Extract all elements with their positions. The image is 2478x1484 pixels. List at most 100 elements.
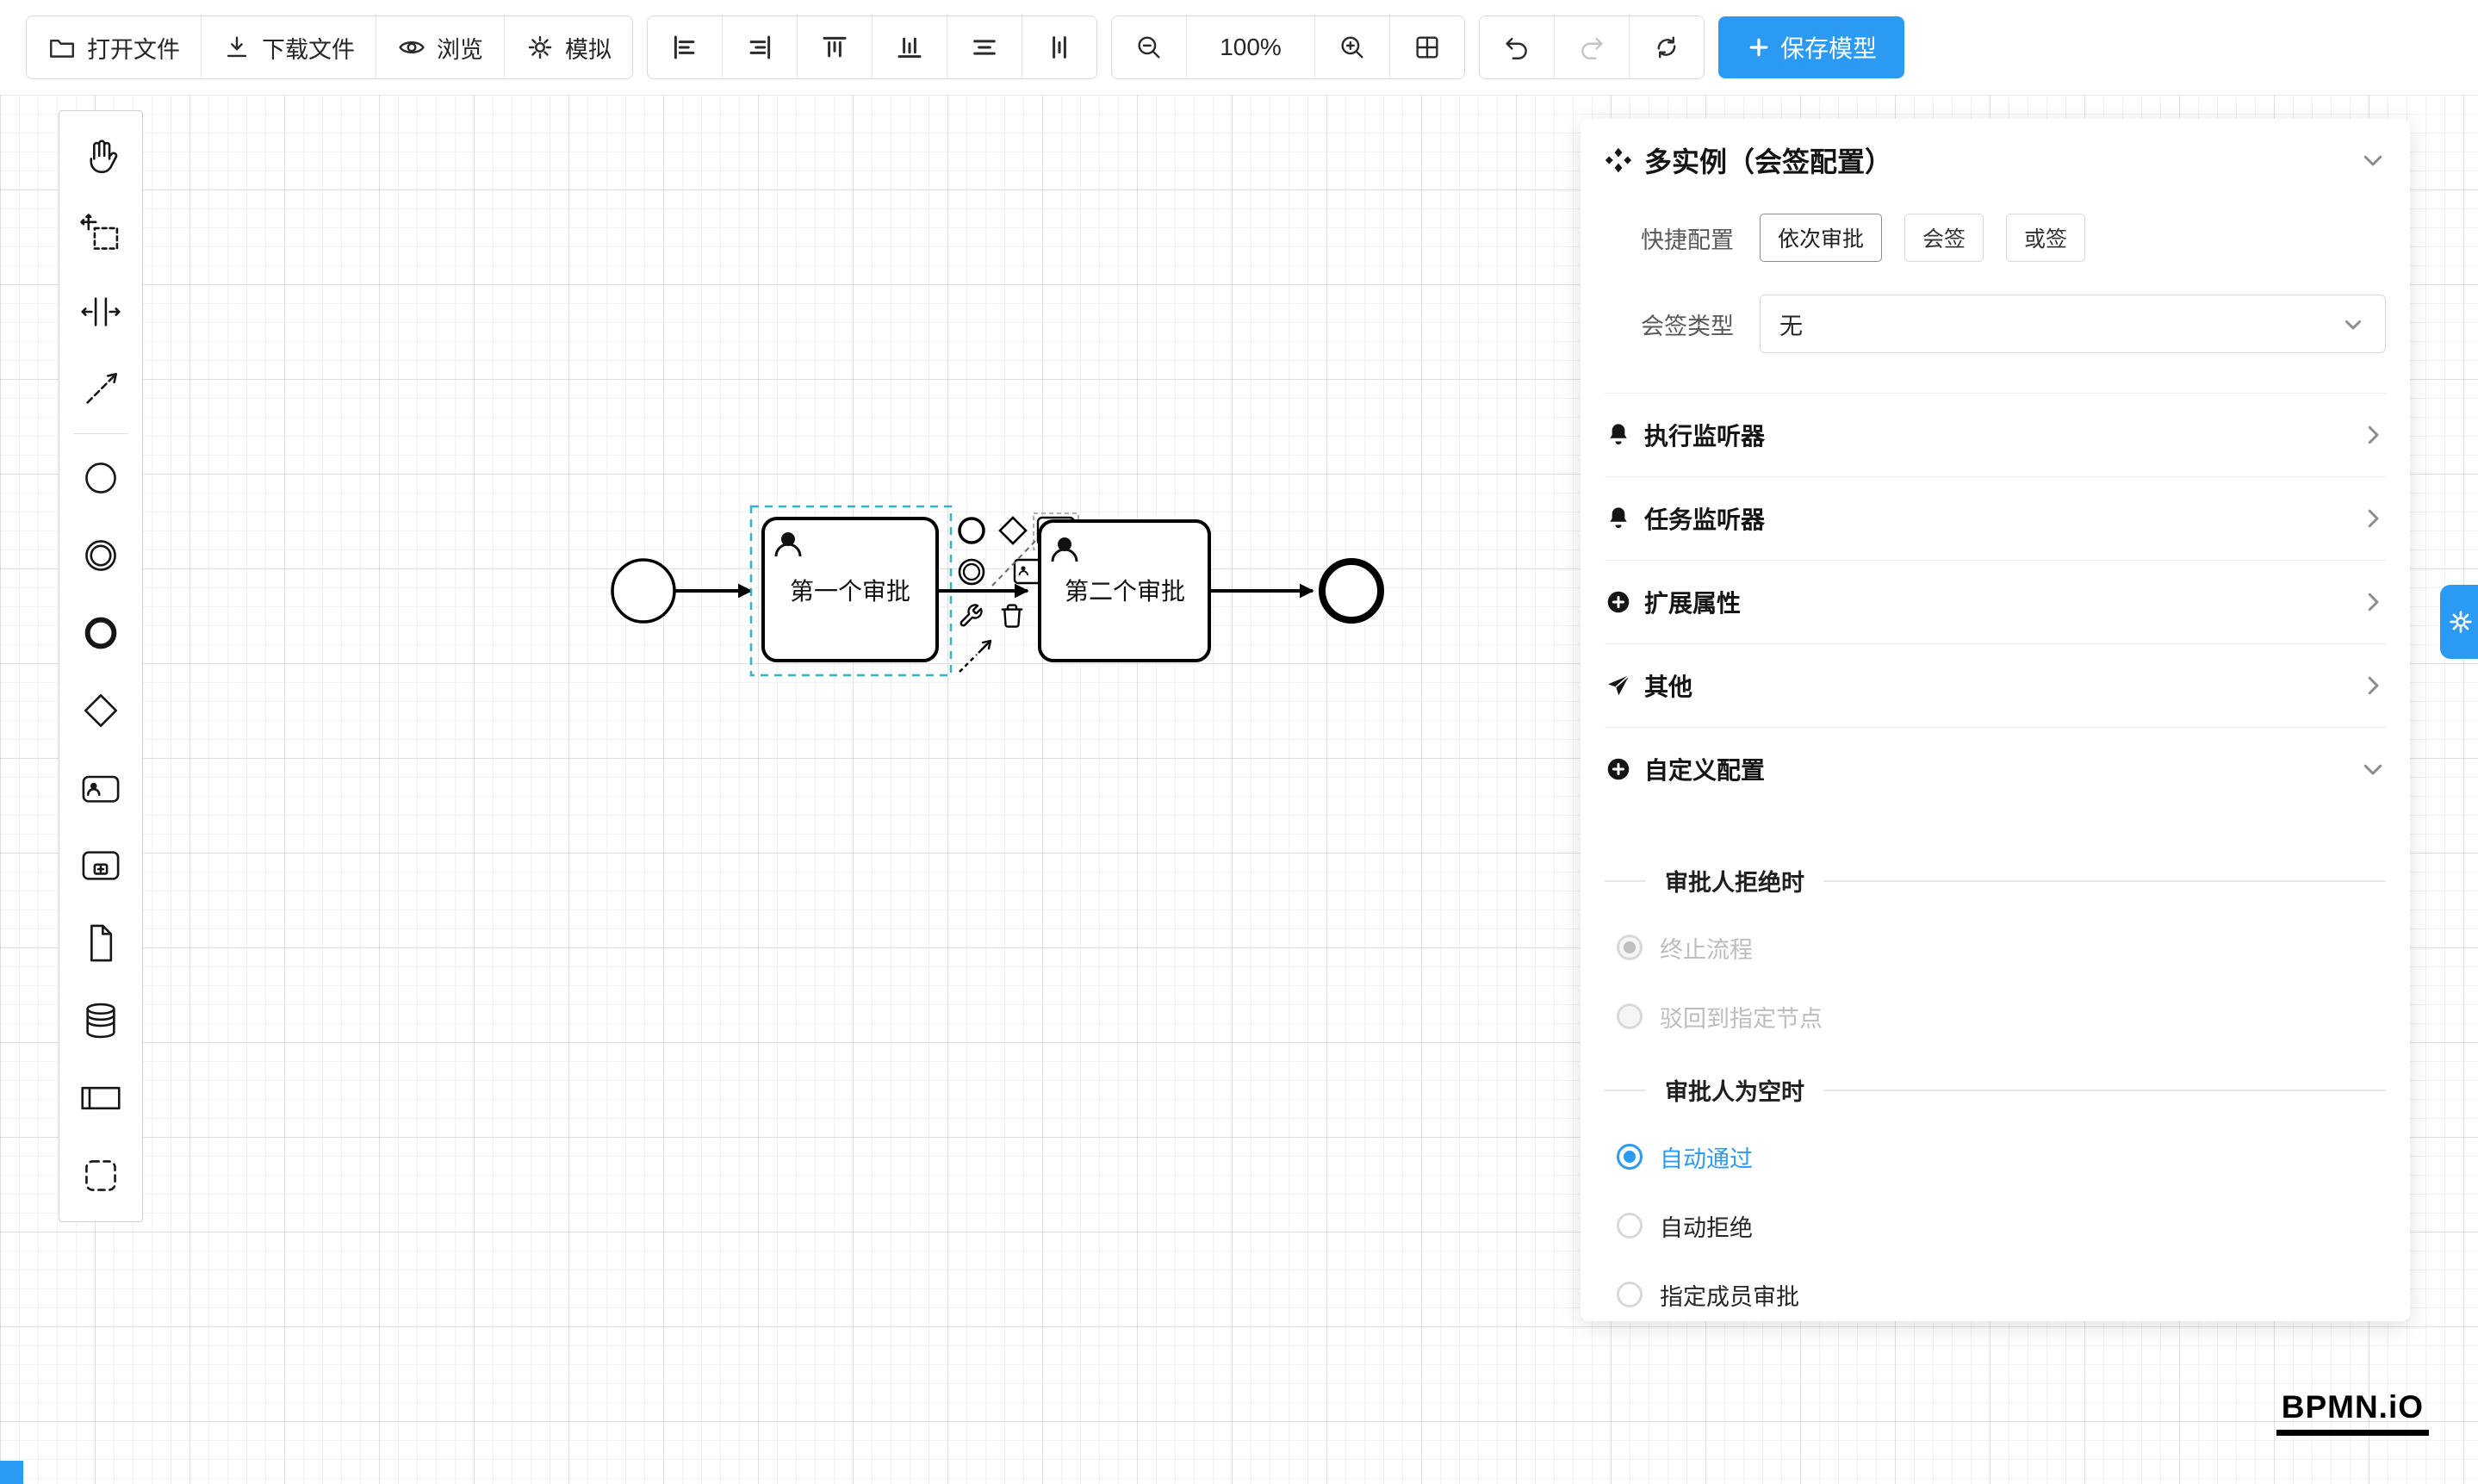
radio-terminate-process[interactable]: 终止流程: [1605, 913, 2386, 982]
reset-button[interactable]: [1629, 16, 1704, 78]
user-task-icon: [82, 775, 120, 803]
align-left-button[interactable]: [648, 16, 722, 78]
empty-section-title: 审批人为空时: [1665, 1079, 1804, 1105]
canvas[interactable]: 第一个审批: [0, 95, 2478, 1484]
plus-icon: [1749, 38, 1768, 57]
multi-instance-icon: [1605, 147, 1632, 173]
settings-side-tab[interactable]: [2440, 585, 2478, 659]
task2-label: 第二个审批: [1065, 578, 1185, 605]
create-start-event[interactable]: [59, 439, 142, 517]
user-icon: [1051, 537, 1078, 562]
multi-instance-section-header[interactable]: 多实例（会签配置）: [1605, 119, 2386, 202]
align-top-button[interactable]: [797, 16, 872, 78]
open-file-button[interactable]: 打开文件: [27, 16, 201, 78]
end-event-icon: [84, 617, 117, 649]
create-user-task[interactable]: [59, 749, 142, 827]
gateway-icon: [84, 693, 118, 728]
subprocess-icon: [82, 851, 120, 880]
fit-viewport-button[interactable]: [1389, 16, 1464, 78]
canvas-corner-marker[interactable]: [0, 1461, 23, 1484]
quick-option-sequential[interactable]: 依次审批: [1760, 214, 1883, 262]
section-other[interactable]: 其他: [1605, 643, 2386, 727]
radio-return-to-node[interactable]: 驳回到指定节点: [1605, 982, 2386, 1051]
end-event[interactable]: [1319, 558, 1384, 624]
create-gateway[interactable]: [59, 672, 142, 749]
start-event-icon: [85, 463, 116, 494]
bpmn-io-logo[interactable]: BPMN.iO: [2276, 1389, 2429, 1436]
align-bottom-button[interactable]: [872, 16, 947, 78]
radio-assign-member[interactable]: 指定成员审批: [1605, 1260, 2386, 1321]
global-connect-tool[interactable]: [59, 351, 142, 428]
section-extended-properties[interactable]: 扩展属性: [1605, 560, 2386, 643]
start-event[interactable]: [611, 558, 676, 624]
append-intermediate-event-icon[interactable]: [958, 558, 985, 586]
download-file-button[interactable]: 下载文件: [201, 16, 376, 78]
section-task-listener[interactable]: 任务监听器: [1605, 476, 2386, 560]
append-gateway-icon[interactable]: [998, 516, 1028, 545]
hand-tool[interactable]: [59, 118, 142, 196]
align-center-button[interactable]: [947, 16, 1022, 78]
zoom-in-button[interactable]: [1315, 16, 1389, 78]
chevron-right-icon: [2368, 593, 2379, 612]
toolbar: 打开文件 下载文件 浏览 模拟: [0, 0, 2478, 96]
open-file-label: 打开文件: [87, 36, 180, 63]
radio-icon: [1617, 1003, 1643, 1029]
save-model-label: 保存模型: [1780, 35, 1878, 62]
sign-type-select[interactable]: 无: [1760, 295, 2386, 353]
align-middle-button[interactable]: [1022, 16, 1096, 78]
wrench-icon[interactable]: [960, 604, 983, 627]
align-right-button[interactable]: [722, 16, 797, 78]
chevron-right-icon: [2368, 509, 2379, 528]
create-data-object[interactable]: [59, 904, 142, 982]
trash-icon[interactable]: [1001, 604, 1023, 628]
task-first-approval[interactable]: 第一个审批: [761, 517, 939, 662]
radio-icon: [1617, 1282, 1643, 1307]
save-model-button[interactable]: 保存模型: [1718, 16, 1905, 78]
redo-button[interactable]: [1554, 16, 1629, 78]
lasso-tool-icon: [80, 214, 119, 250]
reject-section-title: 审批人拒绝时: [1665, 870, 1804, 896]
create-data-store[interactable]: [59, 982, 142, 1059]
simulate-button[interactable]: 模拟: [504, 16, 632, 78]
chevron-right-icon: [2368, 676, 2379, 695]
radio-auto-pass[interactable]: 自动通过: [1605, 1122, 2386, 1191]
create-intermediate-event[interactable]: [59, 517, 142, 594]
simulate-label: 模拟: [565, 36, 612, 63]
task1-label: 第一个审批: [790, 578, 910, 605]
quick-option-countersign[interactable]: 会签: [1904, 214, 1984, 262]
send-icon: [1608, 674, 1630, 696]
download-file-label: 下载文件: [262, 36, 355, 63]
undo-button[interactable]: [1480, 16, 1554, 78]
radio-icon: [1617, 1144, 1643, 1170]
bell-icon: [1610, 424, 1627, 445]
participant-icon: [81, 1086, 121, 1110]
download-icon: [227, 36, 247, 58]
zoom-out-button[interactable]: [1112, 16, 1186, 78]
radio-auto-reject[interactable]: 自动拒绝: [1605, 1191, 2386, 1260]
append-preview-line: [991, 537, 1040, 587]
section-custom-config[interactable]: 自定义配置: [1605, 727, 2386, 810]
quick-option-orsign[interactable]: 或签: [2006, 214, 2086, 262]
append-end-event-icon[interactable]: [958, 517, 985, 544]
palette: [59, 110, 143, 1222]
lasso-tool[interactable]: [59, 196, 142, 273]
selection-outline: [749, 505, 953, 677]
plus-circle-icon: [1607, 758, 1630, 780]
zoom-level: 100%: [1186, 16, 1315, 78]
bell-icon: [1610, 507, 1627, 529]
task-second-approval[interactable]: 第二个审批: [1038, 519, 1211, 662]
quick-config-label: 快捷配置: [1641, 227, 1734, 253]
create-group[interactable]: [59, 1137, 142, 1214]
undo-icon: [1506, 37, 1527, 59]
connect-icon[interactable]: [959, 639, 992, 673]
section-execution-listener[interactable]: 执行监听器: [1605, 393, 2386, 476]
preview-button[interactable]: 浏览: [376, 16, 504, 78]
space-tool[interactable]: [59, 273, 142, 351]
create-subprocess[interactable]: [59, 827, 142, 904]
create-participant[interactable]: [59, 1059, 142, 1137]
align-right-icon: [749, 35, 771, 59]
align-left-icon: [674, 35, 695, 59]
create-end-event[interactable]: [59, 594, 142, 672]
panel-title: 多实例（会签配置）: [1644, 146, 1893, 177]
